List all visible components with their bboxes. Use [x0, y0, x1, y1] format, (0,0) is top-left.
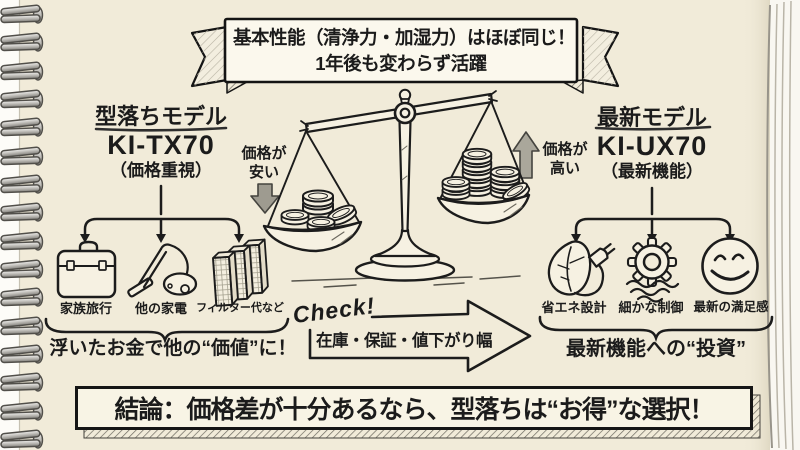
- old-model-title: 型落ちモデル: [94, 104, 227, 129]
- check-text: 在庫・保証・値下がり幅: [316, 332, 493, 350]
- left-summary: 浮いたお金で他の“価値”に！: [49, 338, 297, 359]
- spiral-ring: [0, 316, 44, 336]
- branch-arrows-left: [80, 184, 244, 243]
- new-model-title: 最新モデル: [596, 105, 707, 130]
- spiral-ring: [0, 202, 44, 222]
- balance-scale-icon: [262, 88, 533, 288]
- old-model-subtitle: （価格重視）: [110, 161, 212, 180]
- spiral-ring: [0, 372, 44, 392]
- suitcase-icon: [56, 240, 117, 299]
- check-arrow-icon: [308, 299, 532, 373]
- banner-line1: 基本性能（清浄力・加湿力）はほぼ同じ！: [233, 27, 576, 48]
- label-energy-saving: 省エネ設計: [541, 300, 607, 315]
- gear-icon: [625, 236, 680, 303]
- price-high-line2: 高い: [549, 159, 580, 177]
- new-model-underline: [594, 125, 712, 131]
- filters-icon: [212, 238, 269, 307]
- spiral-ring: [0, 429, 44, 449]
- spiral-ring: [0, 32, 44, 52]
- smiley-icon: [701, 237, 759, 295]
- leaf-plug-icon: [547, 240, 616, 297]
- label-other-appliances: 他の家電: [134, 301, 187, 316]
- spiral-ring: [0, 259, 44, 279]
- label-fine-control: 細かな制御: [618, 300, 684, 315]
- label-filter-costs: フィルター代など: [196, 302, 284, 314]
- spiral-ring: [0, 146, 44, 166]
- vacuum-icon: [127, 243, 198, 298]
- page-edge: [742, 0, 800, 450]
- ribbon-banner-shape: [190, 17, 620, 94]
- spiral-ring: [0, 89, 44, 109]
- brace-right: [538, 315, 774, 343]
- label-latest-satisfaction: 最新の満足感: [693, 300, 769, 314]
- price-high-line1: 価格が: [542, 141, 588, 158]
- spiral-ring: [0, 117, 44, 137]
- brace-left: [44, 317, 290, 345]
- old-model-name: KI-TX70: [107, 130, 215, 160]
- price-down-arrow-icon: [250, 183, 280, 214]
- price-low-line1: 価格が: [241, 145, 287, 162]
- conclusion-banner: 結論：価格差が十分あるなら、型落ちは“お得”な選択！: [75, 386, 753, 430]
- spiral-binding: [0, 0, 44, 450]
- price-up-arrow-icon: [512, 131, 540, 179]
- right-summary: 最新機能への“投資”: [566, 338, 746, 360]
- new-model-subtitle: （最新機能）: [601, 162, 703, 181]
- price-low-line2: 安い: [248, 163, 279, 181]
- price-low-note: 価格が 安い: [234, 145, 294, 183]
- spiral-ring: [0, 61, 44, 81]
- spiral-ring: [0, 231, 44, 251]
- spiral-ring: [0, 174, 44, 194]
- spiral-ring: [0, 401, 44, 421]
- new-model-name: KI-UX70: [596, 131, 708, 161]
- old-model-underline: [94, 126, 228, 132]
- spiral-ring: [0, 287, 44, 307]
- banner-line2: 1年後も変わらず活躍: [315, 53, 487, 74]
- label-family-trip: 家族旅行: [59, 301, 112, 316]
- spiral-ring: [0, 4, 44, 24]
- conclusion-text: 結論：価格差が十分あるなら、型落ちは“お得”な選択！: [114, 396, 714, 424]
- price-high-note: 価格が 高い: [534, 141, 596, 179]
